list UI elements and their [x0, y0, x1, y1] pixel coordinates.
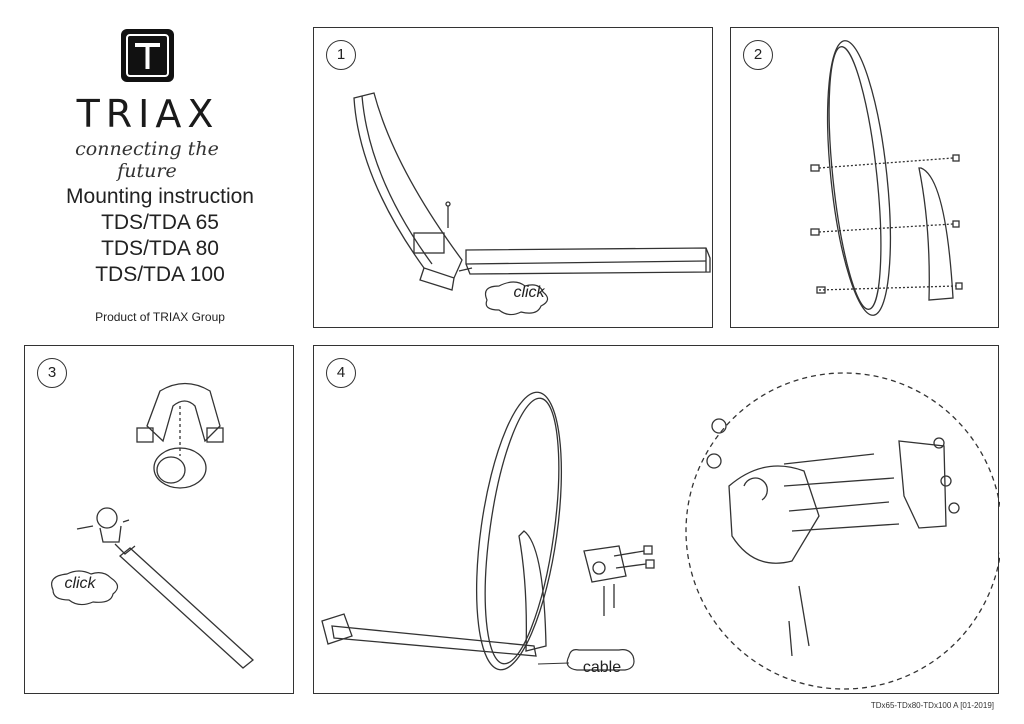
brand-name: TRIAX	[76, 92, 220, 136]
step-2-panel: 2	[730, 27, 999, 328]
step-2-number: 2	[743, 40, 773, 70]
step-3-callout: click	[64, 575, 96, 592]
step-4-panel: 4	[313, 345, 1000, 694]
step-3-panel: 3 click	[24, 345, 294, 694]
step-4-illustration	[321, 372, 1000, 690]
title-heading: Mounting instruction	[66, 185, 254, 208]
model-line-2: TDS/TDA 80	[101, 237, 219, 260]
step-4-number: 4	[326, 358, 356, 388]
triax-logo-mark	[121, 29, 174, 82]
document-footer-code: TDx65-TDx80-TDx100 A [01-2019]	[870, 701, 994, 710]
step-3-illustration	[51, 382, 255, 669]
instruction-title: Mounting instruction TDS/TDA 65 TDS/TDA …	[40, 184, 280, 288]
step-4-callout: cable	[582, 659, 622, 676]
step-1-illustration	[353, 92, 711, 316]
step-2-illustration	[810, 40, 963, 316]
step-1-panel: 1 click	[313, 27, 713, 328]
step-3-number: 3	[37, 358, 67, 388]
step-1-callout: click	[513, 284, 545, 301]
step-1-number: 1	[326, 40, 356, 70]
product-note: Product of TRIAX Group	[95, 310, 225, 324]
model-line-1: TDS/TDA 65	[101, 211, 219, 234]
model-line-3: TDS/TDA 100	[95, 263, 225, 286]
brand-tagline: connecting the future	[75, 138, 219, 182]
